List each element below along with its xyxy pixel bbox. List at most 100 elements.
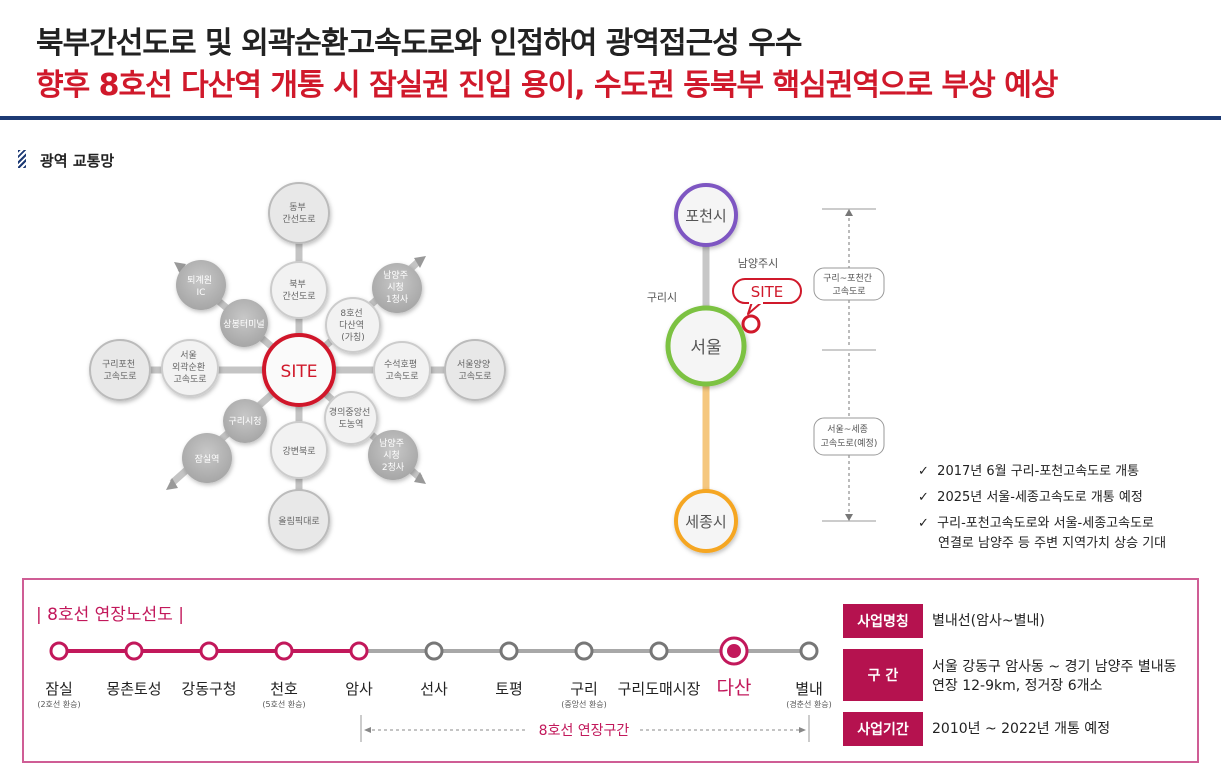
inner-node-dasan-label: 8호선 다산역 (가칭) [339,308,367,343]
dim-arrow-top [845,209,853,216]
dim-label-bottom: 서울~세종 고속도로(예정) [821,424,878,449]
site-center-node [262,333,336,407]
station-marker-core [727,644,741,658]
station-name: 구리 [570,680,598,698]
city-sejong-label: 세종시 [685,513,726,531]
check-item-3: ✓ 구리-포천고속도로와 서울-세종고속도로 [918,516,1155,531]
outer-node-nyj1 [372,263,422,313]
site-center-label: SITE [281,362,318,382]
station-name: 다산 [717,677,752,699]
city-guri-label: 구리시 [647,291,677,304]
outer-node-toegyewon-label: 퇴계원 IC [187,274,215,298]
info-tag-name: 사업명칭 [843,604,923,638]
station-marker [124,641,144,661]
check-item-2: ✓ 2025년 서울-세종고속도로 개통 예정 [918,490,1143,505]
outer-node-nyj1-label: 남양주 시청 1청사 [383,270,411,305]
inner-node-guri-city-label: 구리시청 [228,416,261,427]
city-pocheon-node [674,183,738,247]
city-pocheon-label: 포천시 [685,207,726,225]
headline-line-1: 북부간선도로 및 외곽순환고속도로와 인접하여 광역접근성 우수 [36,26,802,61]
inner-node-gangbyeon-label: 강변북로 [282,446,315,457]
check-icon: ✓ [918,464,929,479]
outer-node-nyj2 [368,430,418,480]
line8-title: | 8호선 연장노선도 | [36,605,184,625]
outer-node-olympic-label: 올림픽대로 [278,515,319,527]
dim-label-bottom-box [813,417,885,456]
outer-node-guri-pocheon [89,339,151,401]
dim-label-top: 구리~포천간 고속도로 [823,273,875,297]
station-name: 토평 [495,680,523,698]
outer-node-seoul-yangyang [444,339,506,401]
station-name: 몽촌토성 [106,680,161,698]
info-tag-period: 사업기간 [843,712,923,746]
section-marker-icon [18,150,26,168]
station-marker [274,641,294,661]
site-callout-bubble [732,278,802,334]
info-value-name: 별내선(암사~별내) [932,613,1045,629]
inner-node-sangbong [220,299,268,347]
site-callout-label: SITE [751,283,784,301]
info-tag-section: 구 간 [843,649,923,701]
line8-panel [22,578,1199,763]
network-arrows [166,256,426,490]
header-divider [0,116,1221,120]
outer-node-guri-pocheon-label: 구리포천 고속도로 [102,359,138,382]
station-marker [199,641,219,661]
outer-node-dongbu [268,182,330,244]
city-namyangju-label: 남양주시 [738,257,778,270]
station-name: 강동구청 [181,680,236,698]
inner-node-gyeongui [324,391,378,445]
dim-label-top-box [813,267,885,301]
station-name: 선사 [420,680,448,698]
inner-node-sangbong-label: 상봉터미널 [223,319,264,330]
outer-node-jamsil-label: 잠실역 [195,454,220,465]
station-transfer-note: (5호선 환승) [262,699,305,709]
headline-line-2: 향후 8호선 다산역 개통 시 잠실권 진입 용이, 수도권 동북부 핵심권역으… [36,68,1058,103]
city-seoul-node [665,305,747,387]
inner-node-seoul-outer-label: 서울 외곽순환 고속도로 [172,350,208,385]
outer-node-toegyewon [176,260,226,310]
station-marker [499,641,519,661]
station-transfer-note: (경춘선 환승) [786,699,832,709]
station-name: 암사 [345,680,373,698]
check-icon: ✓ [918,516,929,531]
check-item-3-cont: 연결로 남양주 등 주변 지역가치 상승 기대 [938,536,1167,551]
inner-node-seoul-outer [161,339,219,397]
station-name: 별내 [795,680,823,698]
inner-node-suseok [373,341,431,399]
outer-node-jamsil [182,433,232,483]
inner-node-suseok-label: 수석호평 고속도로 [384,359,420,382]
outer-node-dongbu-label: 동부 간선도로 [282,202,315,225]
station-marker [49,641,69,661]
section-title: 광역 교통망 [40,152,115,170]
inner-node-guri-city [223,399,267,443]
extension-label: 8호선 연장구간 [539,723,630,739]
station-marker [649,641,669,661]
station-name: 잠실 [45,680,73,698]
station-transfer-note: (2호선 환승) [37,699,80,709]
inner-node-bukbu [270,261,328,319]
station-marker [799,641,819,661]
station-transfer-note: (중앙선 환승) [561,699,607,709]
check-item-1: ✓ 2017년 6월 구리-포천고속도로 개통 [918,464,1140,479]
inner-node-bukbu-label: 북부 간선도로 [282,279,315,302]
dim-arrow-bottom [845,514,853,521]
city-seoul-label: 서울 [690,338,721,358]
inner-node-gyeongui-label: 경의중앙선 도농역 [329,406,373,430]
check-icon: ✓ [918,490,929,505]
info-value-section: 서울 강동구 암사동 ~ 경기 남양주 별내동 [932,659,1177,675]
outer-node-olympic [268,489,330,551]
extension-arrowhead-left [364,727,371,733]
outer-node-seoul-yangyang-label: 서울양양 고속도로 [457,359,493,382]
info-value-period: 2010년 ~ 2022년 개통 예정 [932,721,1111,737]
inner-node-dasan [325,297,381,353]
station-marker [424,641,444,661]
inner-node-gangbyeon [270,421,328,479]
station-marker [349,641,369,661]
city-sejong-node [674,489,738,553]
outer-node-nyj2-label: 남양주 시청 2청사 [379,438,407,473]
extension-arrowhead-right [799,727,806,733]
